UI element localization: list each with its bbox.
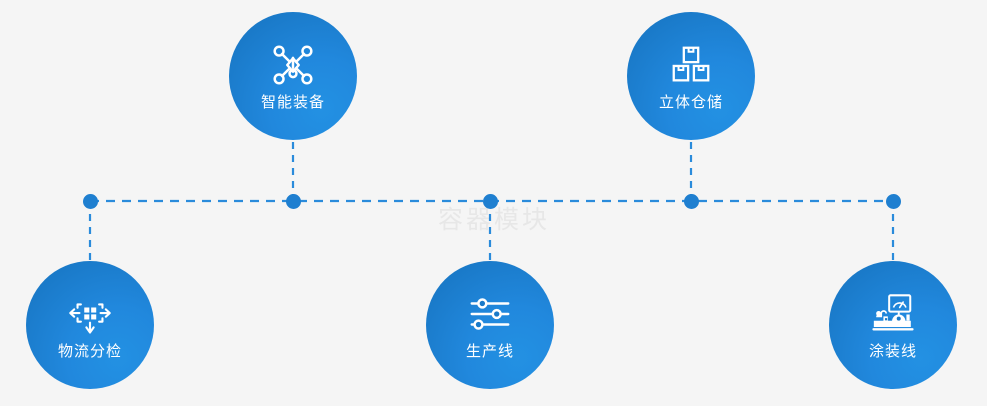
factory-machine-icon — [870, 291, 916, 337]
spine-dot-painting-line[interactable] — [885, 193, 901, 209]
network-nodes-icon — [270, 42, 316, 88]
node-label: 生产线 — [465, 343, 514, 360]
node-logistics-sorting[interactable]: 物流分检 — [26, 261, 154, 389]
sorting-arrows-icon — [67, 291, 113, 337]
node-label: 智能装备 — [260, 94, 325, 111]
stacked-boxes-icon — [668, 42, 714, 88]
node-label: 物流分检 — [57, 343, 122, 360]
node-smart-equipment[interactable]: 智能装备 — [229, 12, 357, 140]
node-label: 立体仓储 — [658, 94, 723, 111]
sliders-icon — [467, 291, 513, 337]
node-stereo-warehouse[interactable]: 立体仓储 — [627, 12, 755, 140]
node-production-line[interactable]: 生产线 — [426, 261, 554, 389]
spine-dot-production-line[interactable] — [482, 193, 498, 209]
spine-dot-logistics-sorting[interactable] — [82, 193, 98, 209]
node-label: 涂装线 — [868, 343, 917, 360]
spine-dot-smart-equipment[interactable] — [285, 193, 301, 209]
node-painting-line[interactable]: 涂装线 — [829, 261, 957, 389]
spine-dot-stereo-warehouse[interactable] — [683, 193, 699, 209]
